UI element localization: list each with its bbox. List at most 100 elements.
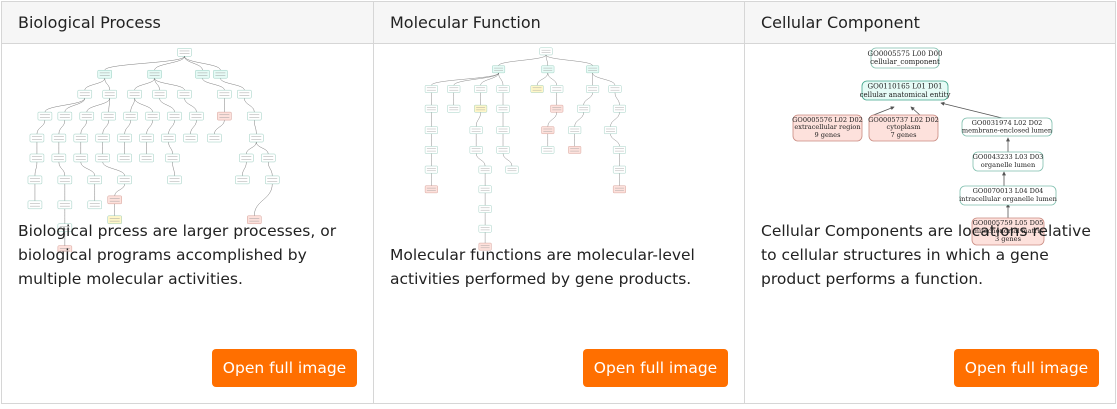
card-cellular-component: Cellular Component xyxy=(745,2,1115,403)
cc-graph-svg: GO0005575 L00 D00 cellular_component GO0… xyxy=(792,47,1058,246)
graph-node xyxy=(95,153,110,163)
graph-node xyxy=(177,48,192,57)
graph-node xyxy=(87,175,102,185)
graph-node xyxy=(586,65,600,74)
graph-edge xyxy=(130,98,135,113)
graph-node xyxy=(478,224,492,233)
graph-edge xyxy=(614,92,620,106)
graph-node xyxy=(608,85,622,93)
graph-node xyxy=(167,111,182,121)
graph-node xyxy=(57,200,73,210)
biological-process-graph-image xyxy=(18,46,357,252)
graph-node xyxy=(604,126,617,134)
graph-node xyxy=(79,111,94,121)
graph-node xyxy=(424,146,438,154)
card-title: Cellular Component xyxy=(745,2,1115,44)
graph-node xyxy=(478,185,492,194)
graph-edge xyxy=(246,142,257,155)
graph-edge xyxy=(58,161,66,176)
graph-edge xyxy=(154,78,160,91)
svg-text:cellular_component: cellular_component xyxy=(870,58,940,66)
graph-edge xyxy=(431,72,499,86)
graph-edge xyxy=(268,161,273,176)
graph-node xyxy=(117,153,132,163)
go-node: GO0110165 L01 D01 cellular anatomical en… xyxy=(860,80,951,101)
graph-node xyxy=(73,153,88,163)
open-full-image-button[interactable]: Open full image xyxy=(583,349,728,387)
graph-node xyxy=(77,89,92,99)
graph-node xyxy=(183,133,198,143)
graph-node xyxy=(237,89,252,99)
graph-node xyxy=(474,85,488,93)
graph-edge xyxy=(184,56,221,71)
graph-node xyxy=(613,146,626,154)
open-full-image-button[interactable]: Open full image xyxy=(212,349,357,387)
graph-edge xyxy=(244,98,255,113)
graph-node xyxy=(107,215,122,224)
open-full-image-button[interactable]: Open full image xyxy=(954,349,1099,387)
graph-node xyxy=(177,89,192,99)
svg-text:mitochondrial matrix: mitochondrial matrix xyxy=(973,227,1044,235)
graph-edge xyxy=(104,56,185,71)
graph-node xyxy=(145,111,160,121)
graph-node xyxy=(73,133,88,143)
svg-text:GO0005759 L05 D05: GO0005759 L05 D05 xyxy=(973,219,1044,227)
graph-node xyxy=(478,205,492,213)
svg-text:7 genes: 7 genes xyxy=(891,131,918,139)
graph-node xyxy=(139,133,154,143)
graph-node xyxy=(97,70,112,79)
graph-edge xyxy=(124,120,131,135)
mf-graph-svg xyxy=(424,47,626,251)
graph-node xyxy=(568,126,582,134)
graph-edge xyxy=(159,98,175,113)
graph-node xyxy=(57,175,73,185)
svg-text:GO0005576 L02 D02: GO0005576 L02 D02 xyxy=(792,116,863,124)
graph-edge xyxy=(254,183,273,216)
svg-text:9 genes: 9 genes xyxy=(815,131,842,139)
graph-edge xyxy=(545,54,548,66)
graph-node xyxy=(165,153,180,163)
graph-edge xyxy=(536,72,548,86)
graph-node xyxy=(27,175,43,185)
svg-text:GO0043233 L03 D03: GO0043233 L03 D03 xyxy=(973,153,1044,161)
card-title: Biological Process xyxy=(2,2,373,44)
graph-edge xyxy=(168,120,175,135)
svg-text:cellular anatomical entity: cellular anatomical entity xyxy=(860,91,951,99)
svg-text:GO0005575 L00 D00: GO0005575 L00 D00 xyxy=(867,50,942,58)
card-title: Molecular Function xyxy=(374,2,744,44)
graph-node xyxy=(127,89,142,99)
go-node: GO0005575 L00 D00 cellular_component xyxy=(867,47,943,69)
graph-node xyxy=(123,111,138,121)
svg-text:3 genes: 3 genes xyxy=(995,235,1022,243)
graph-node xyxy=(249,133,264,143)
graph-node xyxy=(57,111,73,121)
graph-edge xyxy=(172,161,175,176)
graph-edge xyxy=(184,98,197,113)
graph-edge xyxy=(574,112,584,127)
graph-edge xyxy=(480,72,499,86)
graph-node xyxy=(101,111,116,121)
graph-node xyxy=(539,47,553,56)
svg-text:organelle lumen: organelle lumen xyxy=(981,161,1036,169)
graph-node xyxy=(474,104,488,113)
svg-text:GO0031974 L02 D02: GO0031974 L02 D02 xyxy=(972,119,1043,127)
card-molecular-function: Molecular Function Molecular functions a… xyxy=(374,2,745,403)
graph-edge xyxy=(547,72,557,86)
go-node: GO0005759 L05 D05 mitochondrial matrix 3… xyxy=(971,217,1045,246)
graph-node xyxy=(207,133,222,143)
svg-text:GO0110165 L01 D01: GO0110165 L01 D01 xyxy=(867,83,942,91)
graph-node xyxy=(213,70,228,79)
graph-node xyxy=(447,85,461,93)
graph-edge xyxy=(592,72,616,86)
graph-edge xyxy=(256,141,269,155)
graph-node xyxy=(424,165,438,174)
graph-edge xyxy=(86,98,110,113)
graph-node xyxy=(247,215,262,224)
go-node: GO0043233 L03 D03 organelle lumen xyxy=(972,151,1044,172)
graph-node xyxy=(447,104,461,113)
graph-edge xyxy=(80,161,95,176)
svg-text:GO0070013 L04 D04: GO0070013 L04 D04 xyxy=(973,187,1044,195)
graph-edge xyxy=(102,161,125,176)
graph-node xyxy=(496,126,510,134)
